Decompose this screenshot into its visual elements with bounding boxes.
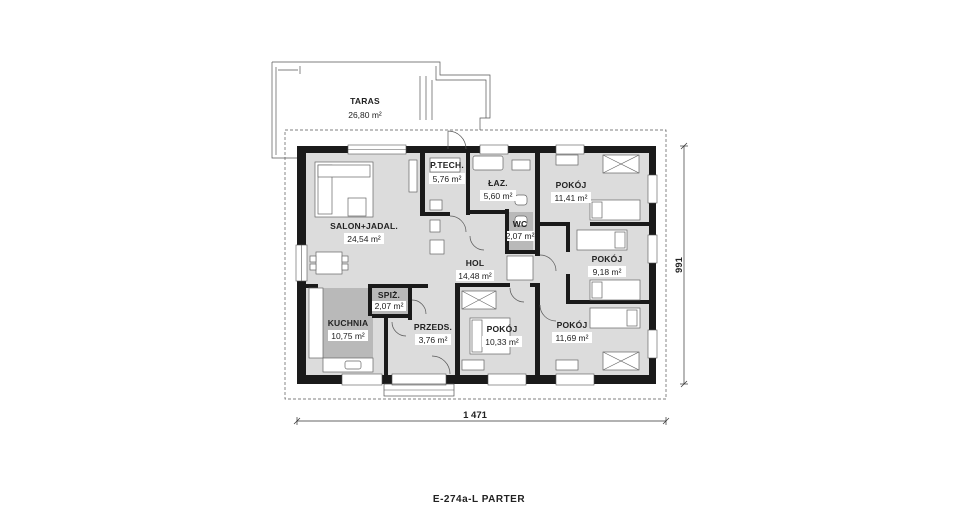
furniture — [308, 154, 641, 373]
room-label-pokoj4: POKÓJ — [557, 319, 588, 330]
room-area-pokoj2: 11,41 m² — [555, 193, 588, 203]
room-label-pokoj3: POKÓJ — [592, 253, 623, 264]
room-area-laz: 5,60 m² — [484, 191, 513, 201]
inner-walls — [306, 153, 649, 375]
dimension-width: 1 471 — [293, 410, 670, 425]
room-area-pokoj1: 10,33 m² — [485, 337, 519, 347]
room-area-salon: 24,54 m² — [347, 234, 381, 244]
room-area-taras: 26,80 m² — [348, 110, 382, 120]
room-label-ptech: P.TECH. — [430, 160, 464, 170]
room-area-wc: 2,07 m² — [506, 231, 535, 241]
room-label-taras: TARAS — [350, 96, 380, 106]
room-area-spiz: 2,07 m² — [375, 301, 404, 311]
room-area-kuchnia: 10,75 m² — [331, 331, 365, 341]
entrance-step — [383, 383, 455, 397]
room-area-ptech: 5,76 m² — [433, 174, 462, 184]
room-label-wc: WC — [513, 219, 528, 229]
dimension-depth-label: 991 — [674, 256, 685, 273]
room-area-hol: 14,48 m² — [458, 271, 492, 281]
kitchen-area — [323, 288, 373, 358]
dimension-width-label: 1 471 — [463, 410, 487, 421]
room-area-przeds: 3,76 m² — [419, 335, 448, 345]
room-label-spiz: SPIŻ. — [378, 290, 400, 300]
room-area-pokoj4: 11,69 m² — [556, 333, 589, 343]
room-label-pokoj2: POKÓJ — [556, 179, 587, 190]
room-label-kuchnia: KUCHNIA — [328, 318, 369, 328]
room-label-przeds: PRZEDS. — [414, 322, 452, 332]
room-labels: TARAS 26,80 m² SALON+JADAL. 24,54 m² P.T… — [328, 96, 626, 347]
room-area-pokoj3: 9,18 m² — [593, 267, 622, 277]
room-label-salon: SALON+JADAL. — [330, 221, 398, 231]
room-label-hol: HOL — [466, 258, 485, 268]
room-label-pokoj1: POKÓJ — [487, 323, 518, 334]
plan-title: E-274a-L PARTER — [433, 494, 525, 505]
terrace-outline — [271, 61, 491, 159]
room-label-laz: ŁAZ. — [488, 178, 508, 188]
doors — [391, 130, 557, 375]
dimension-depth: 991 — [674, 142, 688, 388]
building-outline — [284, 129, 667, 400]
windows — [295, 144, 658, 386]
